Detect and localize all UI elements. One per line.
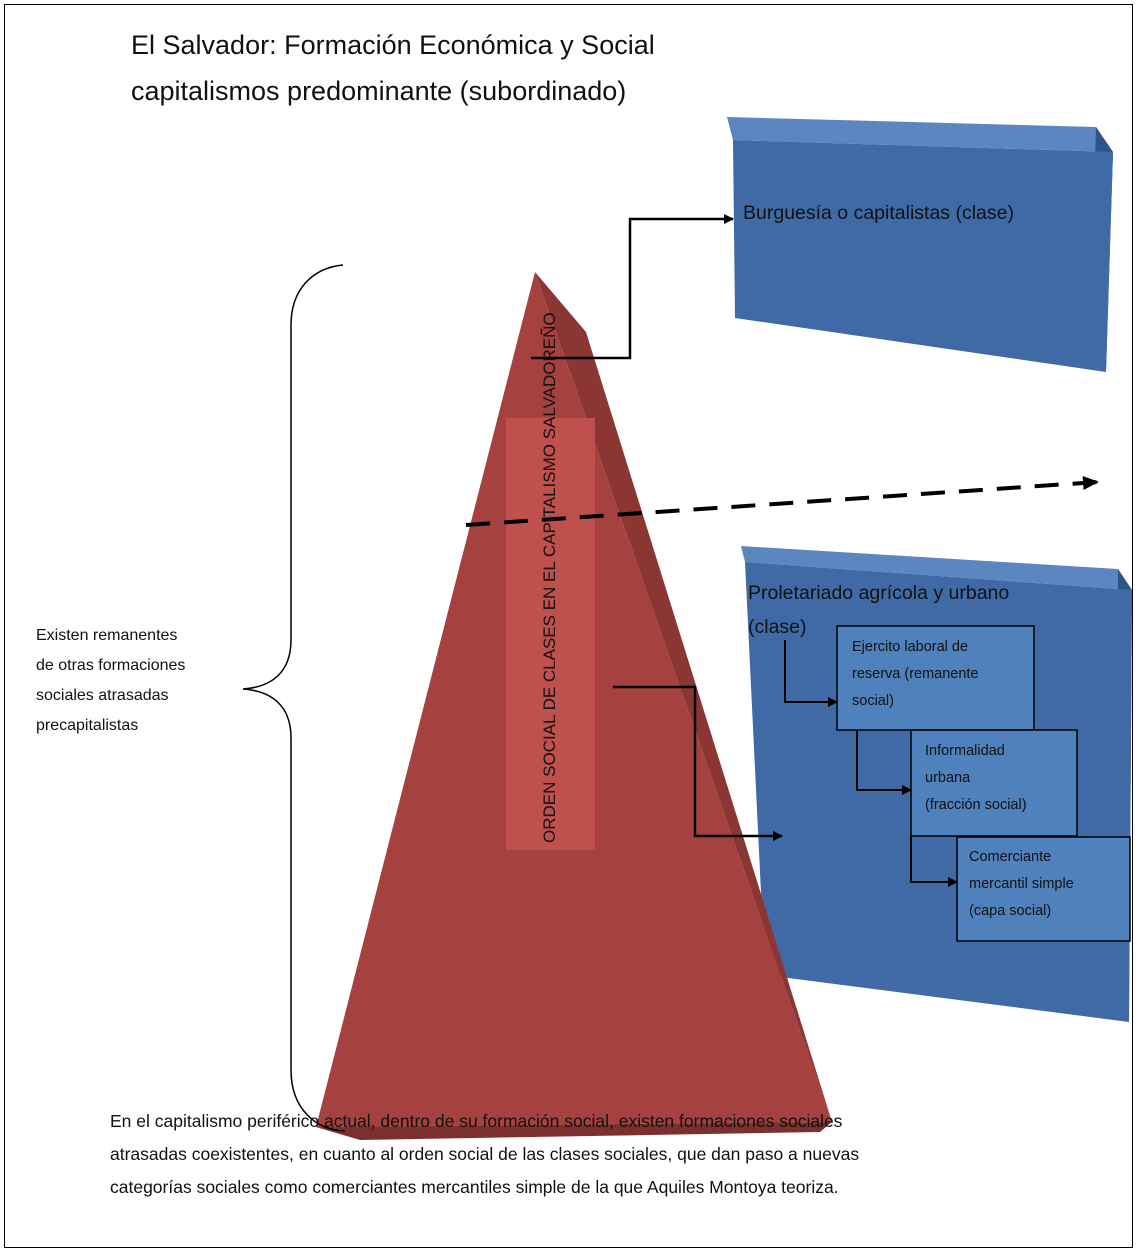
pyramid-label-band <box>506 418 595 850</box>
informalidad-box <box>910 729 1078 837</box>
comerciante-label-line-2: mercantil simple <box>969 876 1074 892</box>
left-note-line-4: precapitalistas <box>36 717 139 734</box>
proletariado-label-line-2: (clase) <box>748 616 807 638</box>
ejercito-label-line-1: Ejercito laboral de <box>852 639 969 655</box>
left-note-line-1: Existen remanentes <box>36 627 178 644</box>
burguesia-box-front <box>733 140 1113 372</box>
connector-ejercito <box>784 640 838 707</box>
figure-frame <box>4 4 1133 1248</box>
left-brace <box>242 264 346 1132</box>
pyramid <box>316 272 832 1140</box>
pyramid-label: ORDEN SOCIAL DE CLASES EN EL CAPITALISMO… <box>540 312 559 843</box>
informalidad-label-line-2: urbana <box>925 770 971 786</box>
pyramid-right-face <box>535 272 832 1122</box>
proletariado-label-line-1: Proletariado agrícola y urbano <box>748 582 1010 604</box>
title-line-2: capitalismos predominante (subordinado) <box>131 76 627 106</box>
informalidad-label-line-1: Informalidad <box>925 743 1005 759</box>
dashed-arrow <box>465 476 1099 527</box>
ejercito-label-line-2: reserva (remanente <box>852 666 979 682</box>
connector-proletariado <box>613 685 783 841</box>
figure-title: El Salvador: Formación Económica y Socia… <box>131 22 655 114</box>
proletariado-box-top <box>741 546 1132 590</box>
burguesia-box <box>727 117 1113 372</box>
comerciante-box <box>956 836 1131 942</box>
footer-paragraph: En el capitalismo periférico actual, den… <box>110 1105 859 1204</box>
footer-line-2: atrasadas coexistentes, en cuanto al ord… <box>110 1144 860 1164</box>
footer-line-1: En el capitalismo periférico actual, den… <box>110 1111 843 1131</box>
burguesia-label: Burguesía o capitalistas (clase) <box>743 202 1014 224</box>
comerciante-label-line-1: Comerciante <box>969 849 1052 865</box>
left-note-line-2: de otras formaciones <box>36 657 186 674</box>
ejercito-box <box>836 625 1035 731</box>
ejercito-label: Ejercito laboral de reserva (remanente s… <box>852 634 979 715</box>
comerciante-label-line-3: (capa social) <box>969 903 1052 919</box>
informalidad-label-line-3: (fracción social) <box>925 797 1027 813</box>
left-note: Existen remanentes de otras formaciones … <box>36 621 185 741</box>
ejercito-label-line-3: social) <box>852 693 894 709</box>
connector-burguesia <box>531 214 734 360</box>
comerciante-label: Comerciante mercantil simple (capa socia… <box>969 844 1074 925</box>
footer-line-3: categorías sociales como comerciantes me… <box>110 1177 839 1197</box>
pyramid-base-edge <box>316 1122 832 1140</box>
informalidad-label: Informalidad urbana (fracción social) <box>925 738 1027 819</box>
left-note-line-3: sociales atrasadas <box>36 687 169 704</box>
connector-informalidad <box>856 730 912 795</box>
connector-comerciante <box>910 836 958 887</box>
title-line-1: El Salvador: Formación Económica y Socia… <box>131 30 655 60</box>
burguesia-box-top <box>727 117 1113 152</box>
